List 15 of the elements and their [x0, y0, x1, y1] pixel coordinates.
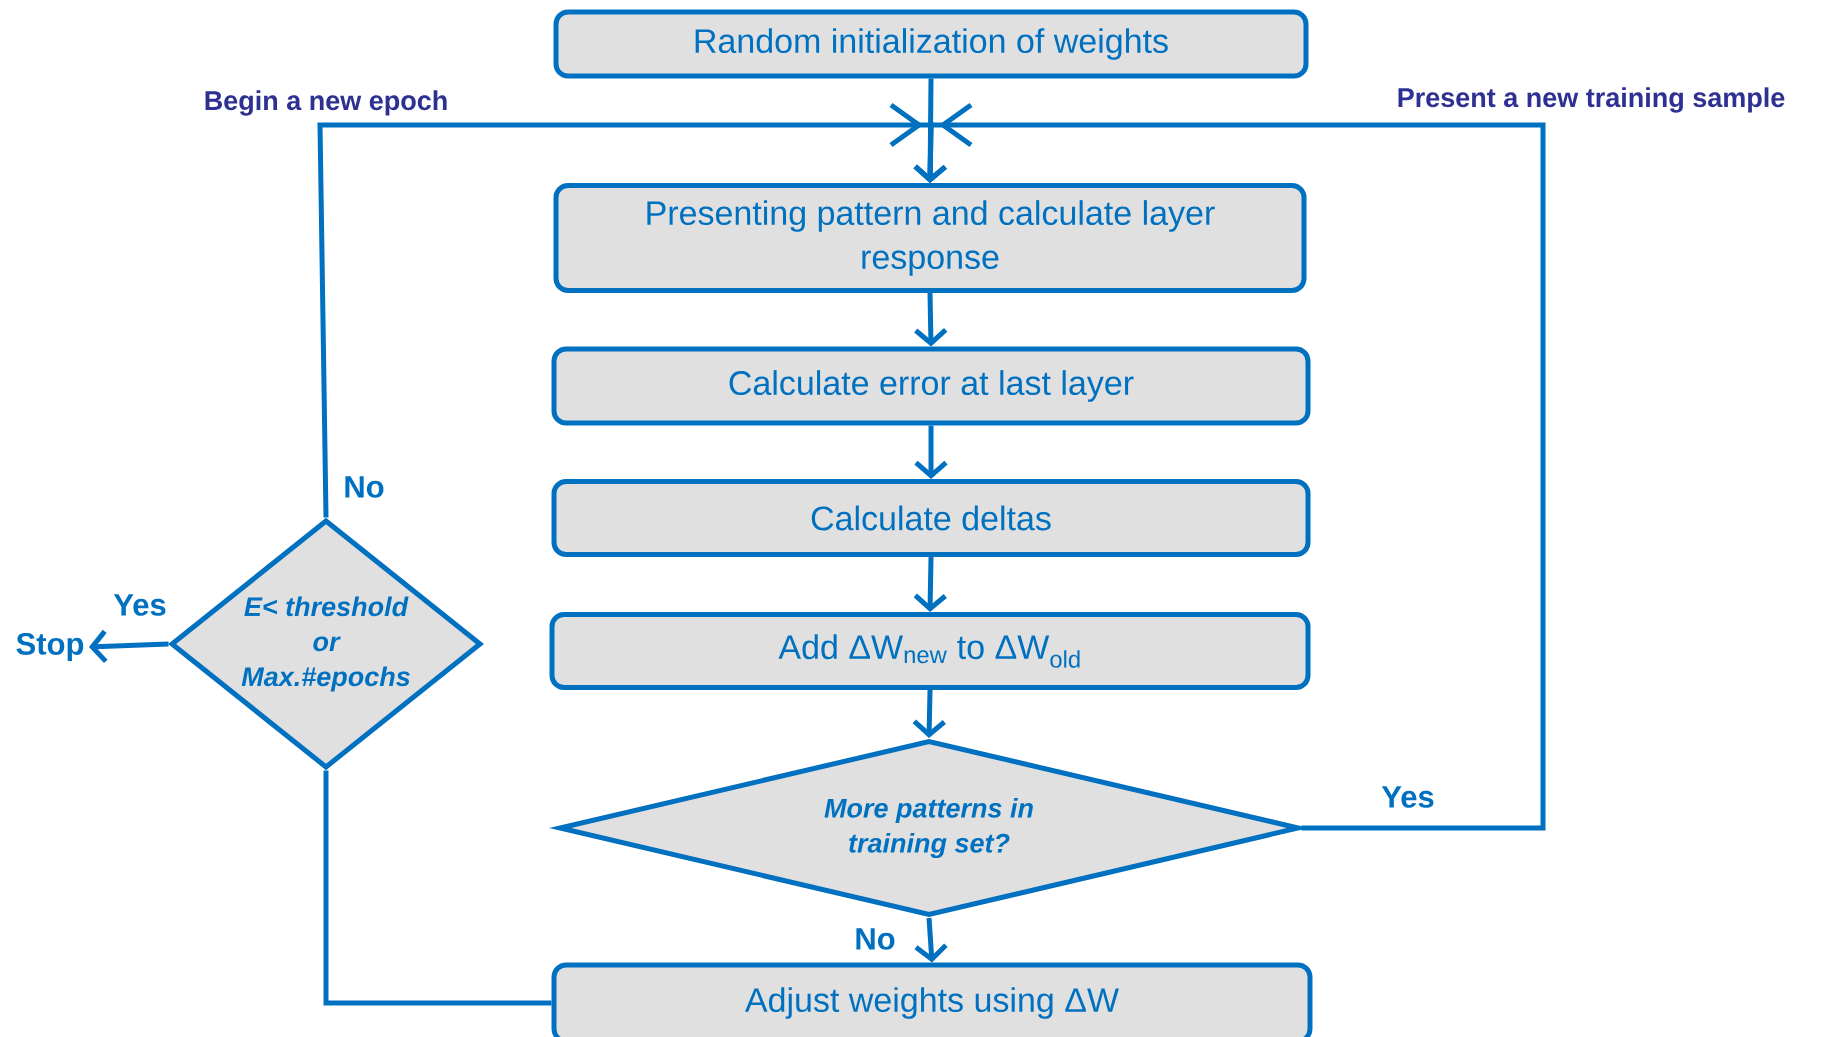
arrow: [88, 629, 169, 664]
edge-label: Yes: [1380, 785, 1436, 809]
loop-label: Begin a new epoch: [202, 89, 450, 117]
process-box: Add ΔW$_{new}$ to ΔW$_{old}$: [549, 612, 1311, 690]
process-box: Calculate deltas: [551, 479, 1311, 557]
process-box: Presenting pattern and calculate layer response: [553, 183, 1307, 293]
process-box: Adjust weights using ΔW: [551, 962, 1313, 1037]
edge-label: Yes: [112, 593, 168, 617]
process-box: Calculate error at last layer: [551, 346, 1311, 426]
loop-label: Present a new training sample: [1395, 86, 1787, 114]
terminal-label: Stop: [16, 632, 84, 662]
edge-label: No: [853, 927, 897, 951]
process-box: Random initialization of weights: [553, 9, 1309, 79]
arrow: [317, 102, 947, 518]
edge-label: No: [342, 475, 386, 499]
